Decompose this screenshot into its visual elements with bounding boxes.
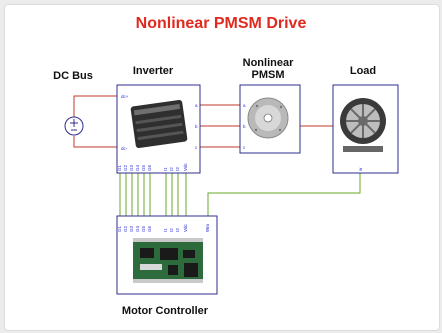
inverter-signal-g3: G3	[129, 164, 134, 171]
inverter-signal-i2: I2	[169, 167, 174, 171]
load-wheel-image	[340, 98, 386, 152]
load-block: w	[332, 84, 399, 174]
inverter-signal-i1: I1	[163, 167, 168, 171]
diagram-title: Nonlinear PMSM Drive	[135, 15, 307, 32]
inverter-signal-g6: G6	[147, 164, 152, 171]
controller-signal-g2: G2	[123, 225, 128, 232]
inverter-port-dc-minus: dc-	[121, 146, 128, 151]
inverter-signal-g4: G4	[135, 164, 140, 171]
motor-controller-label: Motor Controller	[121, 305, 209, 317]
inverter-signal-ports: G1 G2 G3 G4 G5 G6 I1 I2 I3 Vdc	[117, 162, 188, 171]
controller-signal-i2: I2	[169, 228, 174, 232]
inverter-signal-vdc: Vdc	[183, 162, 188, 171]
inverter-signal-g1: G1	[117, 164, 122, 171]
inverter-signal-g2: G2	[123, 164, 128, 171]
load-port-w: w	[358, 167, 363, 171]
controller-signal-i1: I1	[163, 228, 168, 232]
controller-signal-g5: G5	[141, 225, 146, 232]
controller-signal-g1: G1	[117, 225, 122, 232]
pmsm-label: Nonlinear PMSM	[242, 57, 294, 81]
motor-controller-block: G1 G2 G3 G4 G5 G6 I1 I2 I3 Vdc Wm	[116, 215, 218, 295]
inverter-port-c: c	[195, 145, 198, 150]
inverter-port-b: b	[195, 124, 198, 129]
pmsm-block: a b c	[239, 84, 301, 154]
pmsm-port-a: a	[243, 103, 246, 108]
motor-image	[247, 97, 289, 139]
controller-board-image	[133, 238, 203, 283]
controller-signal-g4: G4	[135, 225, 140, 232]
wire-dc-minus	[73, 136, 118, 148]
controller-signal-vdc: Vdc	[183, 223, 188, 232]
pmsm-port-c: c	[243, 145, 246, 150]
inverter-port-dc-plus: dc+	[121, 94, 129, 99]
inverter-signal-i3: I3	[175, 167, 180, 171]
controller-signal-ports: G1 G2 G3 G4 G5 G6 I1 I2 I3 Vdc Wm	[117, 223, 210, 232]
load-label: Load	[349, 65, 377, 77]
power-wires	[73, 95, 333, 148]
pmsm-port-b: b	[243, 124, 246, 129]
dc-bus-label: DC Bus	[53, 70, 93, 82]
controller-signal-wm: Wm	[205, 224, 210, 232]
inverter-label: Inverter	[132, 65, 174, 77]
wire-dc-plus	[73, 95, 118, 117]
inverter-block: dc+ dc- a b c G1 G2 G3 G4 G5 G6 I1 I2 I3…	[116, 84, 201, 174]
controller-signal-g6: G6	[147, 225, 152, 232]
inverter-port-a: a	[195, 103, 198, 108]
signal-wires	[119, 173, 361, 216]
controller-signal-g3: G3	[129, 225, 134, 232]
controller-signal-i3: I3	[175, 228, 180, 232]
inverter-image	[130, 99, 188, 149]
dc-source-icon	[64, 116, 84, 136]
wire-wm	[207, 173, 361, 216]
inverter-signal-g5: G5	[141, 164, 146, 171]
